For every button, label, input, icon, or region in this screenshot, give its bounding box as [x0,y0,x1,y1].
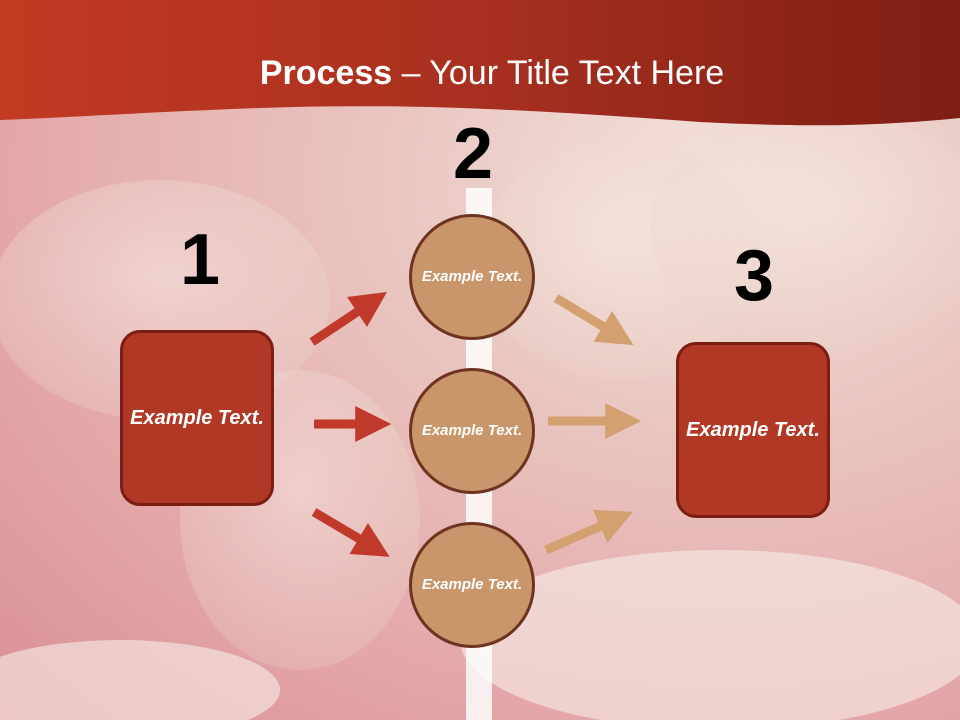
title-bold: Process [259,54,393,92]
right-step-box: Example Text. [676,342,830,518]
arrow-top-to-right [553,294,634,346]
left-step-box: Example Text. [120,330,274,506]
circle-bottom-text: Example Text. [421,575,523,593]
circle-top-text: Example Text. [421,267,523,285]
process-circle-middle: Example Text. [409,368,535,494]
slide-title: Process – Your Title Text Here [0,54,960,93]
process-circle-top: Example Text. [409,214,535,340]
arrow-bottom-to-right [544,509,634,555]
process-circle-bottom: Example Text. [409,522,535,648]
arrow-left-to-bottom [311,508,390,557]
left-step-text: Example Text. [130,406,264,429]
circle-middle-text: Example Text. [421,421,523,439]
header-banner [0,0,960,126]
step-number-1: 1 [179,220,221,300]
step-number-2: 2 [452,114,494,194]
title-rest: – Your Title Text Here [392,54,725,92]
step-number-3: 3 [733,236,775,316]
right-step-text: Example Text. [686,418,820,441]
arrow-left-to-top [309,292,387,346]
